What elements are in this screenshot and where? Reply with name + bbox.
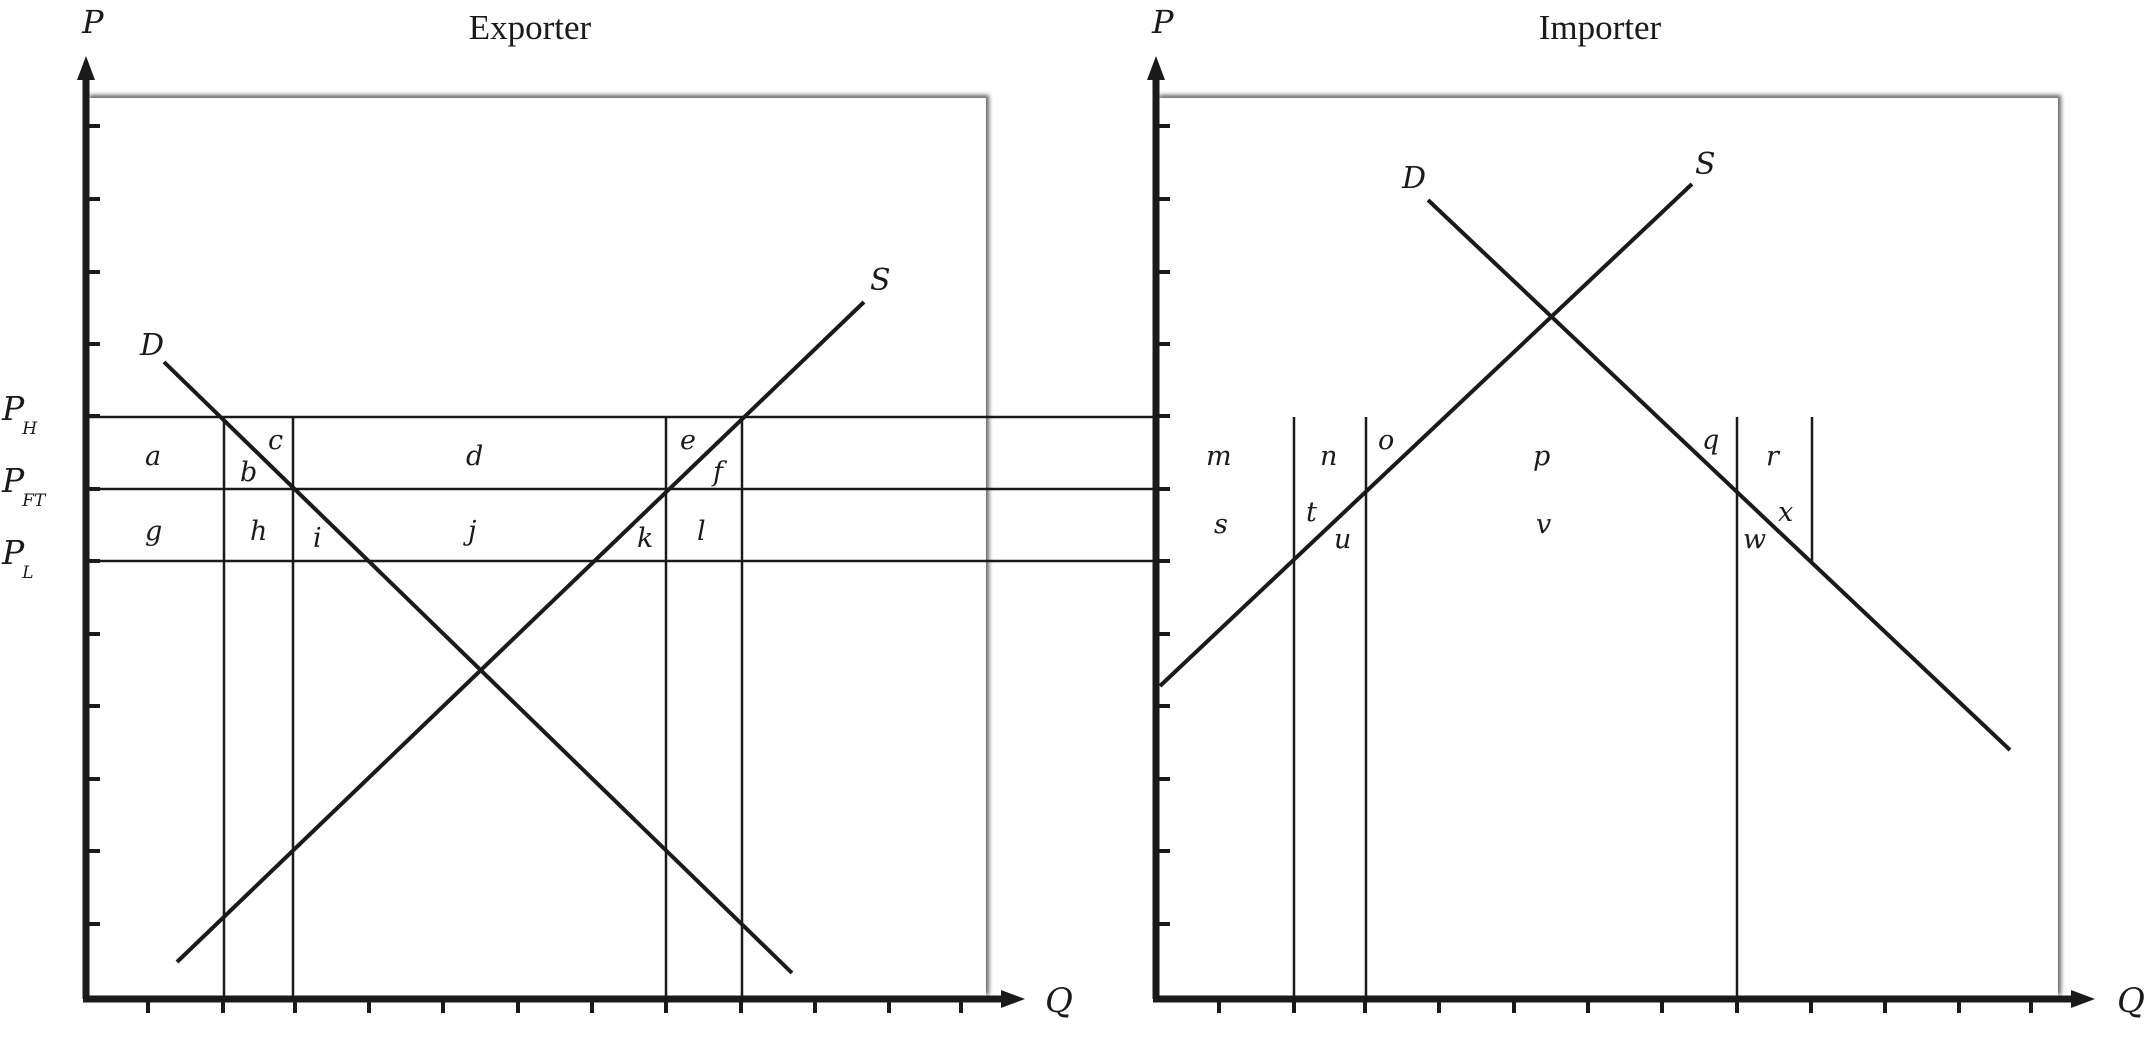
region-q: q [1702, 425, 1719, 456]
region-o: o [1378, 425, 1394, 456]
region-t: t [1306, 497, 1317, 528]
importer-region-labels: m n o p q r s t u v w x [1206, 425, 1793, 555]
exporter-q-ticks [146, 999, 963, 1013]
exporter-quantity-lines [222, 417, 744, 999]
region-w: w [1743, 524, 1766, 555]
region-b: b [240, 457, 257, 488]
region-m: m [1206, 441, 1232, 472]
exporter-region-labels: a b c d e f g h i j k l [145, 425, 727, 554]
region-n: n [1320, 441, 1337, 472]
importer-quantity-lines [1292, 417, 1814, 999]
region-v: v [1536, 509, 1551, 540]
importer-panel: P Q Importer D S m n o p q r s t u v w x [1147, 3, 2145, 1021]
region-c: c [268, 425, 283, 456]
importer-q-axis-arrow [2071, 990, 2095, 1008]
exporter-p-axis-arrow [77, 56, 95, 80]
importer-supply-curve [1158, 182, 1694, 688]
exporter-q-axis-label: Q [1045, 981, 1073, 1021]
exporter-demand-curve [162, 360, 794, 975]
importer-q-ticks [1217, 999, 2033, 1013]
region-h: h [250, 516, 267, 547]
importer-p-ticks [1156, 124, 1170, 926]
importer-p-axis-label: P [1151, 3, 1174, 41]
region-s: s [1214, 509, 1228, 540]
region-i: i [313, 523, 322, 554]
importer-p-axis-arrow [1147, 56, 1165, 80]
region-l: l [697, 516, 706, 547]
region-d: d [466, 441, 483, 472]
importer-demand-label: D [1401, 161, 1426, 196]
importer-demand-curve [1426, 198, 2012, 752]
importer-supply-label: S [1695, 147, 1716, 182]
region-r: r [1766, 441, 1781, 472]
importer-title: Importer [1539, 8, 1662, 47]
exporter-plot-area [86, 98, 986, 998]
exporter-title: Exporter [469, 8, 592, 47]
exporter-supply-label: S [870, 263, 891, 298]
region-u: u [1334, 524, 1351, 555]
region-g: g [145, 516, 162, 547]
exporter-supply-curve [175, 300, 866, 964]
region-a: a [145, 441, 161, 472]
exporter-q-axis-arrow [1001, 990, 1025, 1008]
region-p: p [1533, 441, 1550, 472]
exporter-p-axis-label: P [81, 3, 104, 41]
importer-plot-area [1156, 98, 2058, 998]
region-e: e [680, 425, 696, 456]
exporter-demand-label: D [139, 328, 164, 363]
region-k: k [637, 523, 653, 554]
importer-q-axis-label: Q [2117, 981, 2145, 1021]
region-x: x [1778, 497, 1793, 528]
